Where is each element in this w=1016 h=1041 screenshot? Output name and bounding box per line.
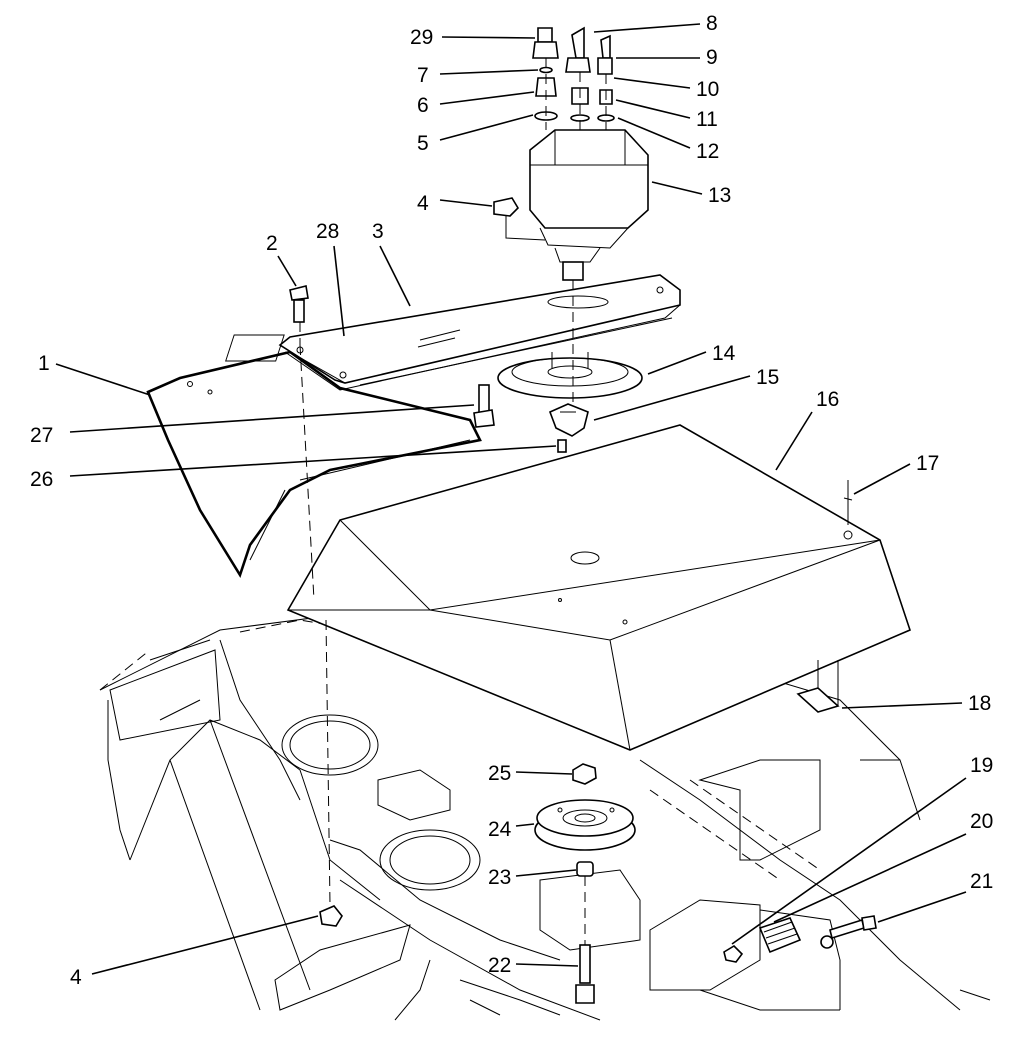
nut-part-19 — [723, 944, 744, 963]
fittings-stack-center — [565, 26, 591, 130]
callout-16: 16 — [775, 388, 839, 471]
callout-label: 1 — [38, 352, 50, 375]
bolt-part-2 — [289, 285, 309, 345]
callout-17: 17 — [853, 452, 939, 495]
spacer-part-23 — [576, 861, 594, 945]
bolt-part-27 — [473, 384, 495, 428]
callout-12: 12 — [617, 117, 719, 163]
callout-label: 16 — [816, 388, 839, 411]
callout-7: 7 — [417, 64, 539, 87]
callout-26: 26 — [30, 445, 557, 491]
callout-1: 1 — [38, 352, 151, 396]
callout-label: 4 — [417, 192, 429, 215]
callout-2: 2 — [266, 232, 297, 287]
callout-label: 11 — [696, 108, 718, 131]
set-screw-part-26 — [557, 439, 567, 453]
callout-label: 26 — [30, 468, 53, 491]
callout-23: 23 — [488, 866, 577, 889]
nut-part-25 — [572, 763, 597, 785]
callout-29: 29 — [410, 26, 536, 49]
callout-10: 10 — [613, 77, 719, 101]
belt-cover-part-16 — [286, 424, 911, 751]
callout-label: 6 — [417, 94, 429, 117]
callout-11: 11 — [615, 99, 718, 131]
callout-label: 23 — [488, 866, 511, 889]
bolt-part-22 — [575, 944, 595, 1004]
left-axis-line — [299, 344, 315, 601]
callout-label: 9 — [706, 46, 718, 69]
callout-24: 24 — [488, 818, 535, 841]
callout-label: 14 — [712, 342, 736, 365]
callout-8: 8 — [593, 12, 718, 35]
callout-label: 4 — [70, 966, 82, 989]
callout-5: 5 — [417, 114, 534, 155]
callout-19: 19 — [731, 754, 993, 945]
callout-18: 18 — [841, 692, 991, 715]
callout-3: 3 — [372, 220, 411, 307]
callout-label: 20 — [970, 810, 993, 833]
callout-14: 14 — [647, 342, 736, 375]
callout-label: 17 — [916, 452, 939, 475]
callout-21: 21 — [877, 870, 993, 923]
callout-28: 28 — [316, 220, 345, 337]
callout-label: 25 — [488, 762, 511, 785]
callout-label: 24 — [488, 818, 512, 841]
callout-label: 13 — [708, 184, 731, 207]
callout-25: 25 — [488, 762, 573, 785]
callout-label: 21 — [970, 870, 993, 893]
bumper-part-20 — [758, 917, 834, 954]
pulley-part-14 — [497, 352, 643, 399]
callout-label: 2 — [266, 232, 278, 255]
callout-label: 3 — [372, 220, 384, 243]
bracket-part-18 — [796, 660, 840, 713]
callout-6: 6 — [417, 91, 535, 117]
callout-9: 9 — [616, 46, 718, 69]
callout-4-top: 4 — [417, 192, 493, 215]
bolt-part-21 — [829, 915, 877, 940]
hub-part-15 — [548, 403, 589, 437]
callout-label: 12 — [696, 140, 719, 163]
callout-15: 15 — [593, 366, 779, 421]
callout-label: 27 — [30, 424, 53, 447]
gearbox-part-13 — [529, 129, 649, 312]
callout-label: 22 — [488, 954, 511, 977]
callout-4-bottom: 4 — [70, 915, 319, 989]
callout-13: 13 — [651, 181, 731, 207]
callout-label: 28 — [316, 220, 339, 243]
callout-label: 15 — [756, 366, 779, 389]
pin-part-17 — [843, 480, 853, 525]
callout-20: 20 — [773, 810, 993, 923]
flange-nut-part-4-top — [493, 197, 546, 241]
mount-plate-part-3 — [225, 274, 681, 391]
callout-label: 19 — [970, 754, 993, 777]
deck-frame — [99, 599, 991, 1021]
flange-nut-part-4-bottom — [319, 619, 343, 927]
idler-pulley-part-24 — [534, 799, 636, 851]
callout-label: 7 — [417, 64, 429, 87]
callout-label: 29 — [410, 26, 433, 49]
fittings-stack-right — [597, 34, 615, 130]
callout-label: 8 — [706, 12, 718, 35]
callout-27: 27 — [30, 404, 475, 447]
fittings-stack-left — [532, 27, 559, 130]
callout-label: 18 — [968, 692, 991, 715]
callout-label: 10 — [696, 78, 719, 101]
callout-22: 22 — [488, 954, 579, 977]
callout-label: 5 — [417, 132, 429, 155]
